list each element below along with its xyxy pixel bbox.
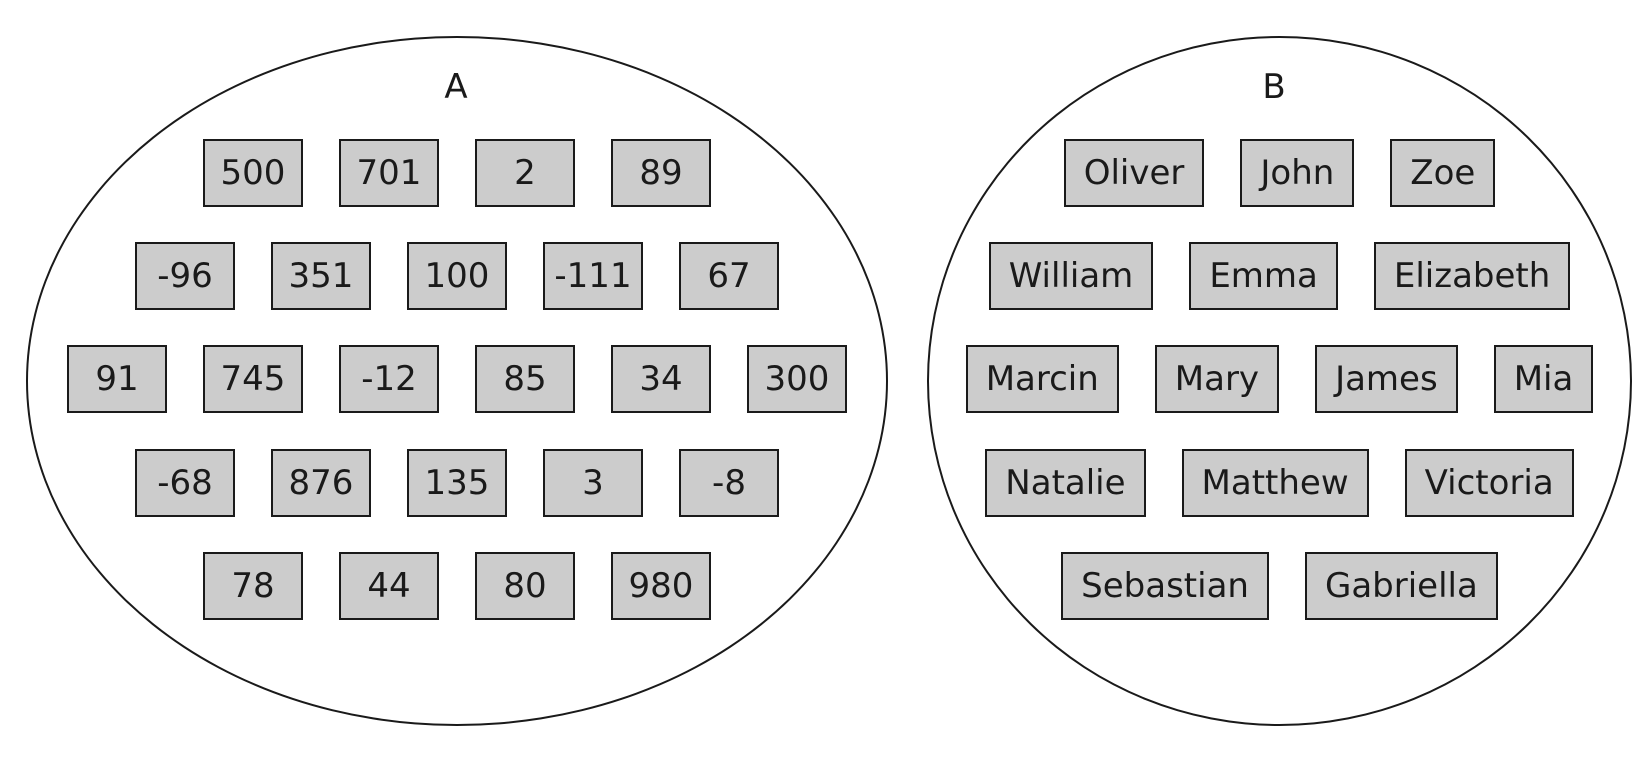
set-a-element: 351 [271, 242, 371, 310]
set-b-element: Mia [1493, 345, 1594, 413]
set-b-element: James [1315, 345, 1458, 413]
set-a-element: 3 [543, 449, 643, 517]
set-b-row: Natalie Matthew Victoria [927, 449, 1632, 517]
set-a-element: 500 [203, 139, 303, 207]
set-a-row: -96 351 100 -111 67 [26, 242, 888, 310]
set-a-row: -68 876 135 3 -8 [26, 449, 888, 517]
set-a-element: 80 [475, 552, 575, 620]
set-b-element: Gabriella [1304, 552, 1498, 620]
set-a-element: 100 [407, 242, 507, 310]
set-a-element: 67 [679, 242, 779, 310]
set-a-element: 300 [747, 345, 847, 413]
set-b-element: Sebastian [1061, 552, 1269, 620]
set-b-element: William [988, 242, 1154, 310]
set-b-element: Natalie [985, 449, 1146, 517]
set-a-element: -111 [543, 242, 643, 310]
set-b-element: Victoria [1404, 449, 1574, 517]
set-b-row: Sebastian Gabriella [927, 552, 1632, 620]
set-a-element: 701 [339, 139, 439, 207]
set-a-element: 34 [611, 345, 711, 413]
set-a-row: 500 701 2 89 [26, 139, 888, 207]
set-b-element: Mary [1154, 345, 1280, 413]
set-a-element: -68 [135, 449, 235, 517]
set-b-row: William Emma Elizabeth [927, 242, 1632, 310]
set-b-element: Emma [1189, 242, 1338, 310]
set-a-element: 135 [407, 449, 507, 517]
set-b-element: Marcin [965, 345, 1119, 413]
set-a-element: 91 [67, 345, 167, 413]
set-a-row: 78 44 80 980 [26, 552, 888, 620]
set-a-row: 91 745 -12 85 34 300 [26, 345, 888, 413]
set-a-element: -12 [339, 345, 439, 413]
set-a-element: 85 [475, 345, 575, 413]
set-a-element: -96 [135, 242, 235, 310]
set-a-ellipse [26, 36, 888, 726]
set-a-element: 980 [611, 552, 711, 620]
set-a-element: 2 [475, 139, 575, 207]
set-a-element: 78 [203, 552, 303, 620]
set-a-element: 745 [203, 345, 303, 413]
set-a-element: -8 [679, 449, 779, 517]
set-a-element: 44 [339, 552, 439, 620]
set-b-element: Oliver [1063, 139, 1205, 207]
set-b-row: Oliver John Zoe [927, 139, 1632, 207]
set-b-element: John [1240, 139, 1355, 207]
set-b-element: Matthew [1181, 449, 1369, 517]
set-a-label: A [444, 67, 468, 107]
set-a-element: 89 [611, 139, 711, 207]
set-b-row: Marcin Mary James Mia [927, 345, 1632, 413]
set-b-label: B [1262, 67, 1286, 107]
set-b-element: Zoe [1390, 139, 1496, 207]
set-b-element: Elizabeth [1373, 242, 1571, 310]
set-a-element: 876 [271, 449, 371, 517]
